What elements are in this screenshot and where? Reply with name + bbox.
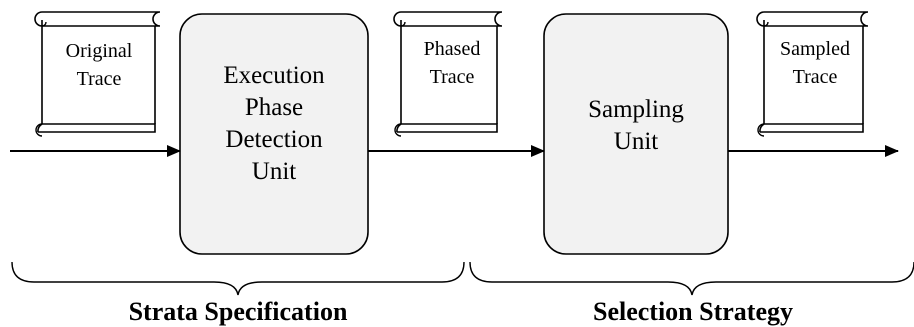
phase-detection-line-3: Detection [225,126,323,153]
scroll-phased-trace-line-1: Phased [424,38,481,60]
box-sampling-unit: Sampling Unit [543,13,729,255]
scroll-phased-trace: Phased Trace [393,11,503,137]
scroll-sampled-trace-line-2: Trace [793,66,838,88]
brace-selection-strategy [469,261,914,296]
box-phase-detection-unit: Execution Phase Detection Unit [179,13,369,255]
scroll-original-trace-line-2: Trace [77,68,122,90]
phase-detection-line-2: Phase [245,94,303,121]
phase-detection-line-1: Execution [223,62,325,89]
scroll-original-trace: Original Trace [34,11,161,137]
scroll-phased-trace-line-2: Trace [430,66,475,88]
scroll-sampled-trace-line-1: Sampled [780,38,850,60]
sampling-unit-line-1: Sampling [588,96,684,123]
sampling-unit-line-2: Unit [614,128,659,155]
scroll-sampled-trace: Sampled Trace [756,11,869,137]
label-strata-specification: Strata Specification [129,297,348,326]
label-selection-strategy: Selection Strategy [593,297,793,326]
brace-strata-specification [11,261,465,296]
phase-detection-line-4: Unit [252,158,297,185]
scroll-original-trace-line-1: Original [66,40,133,62]
